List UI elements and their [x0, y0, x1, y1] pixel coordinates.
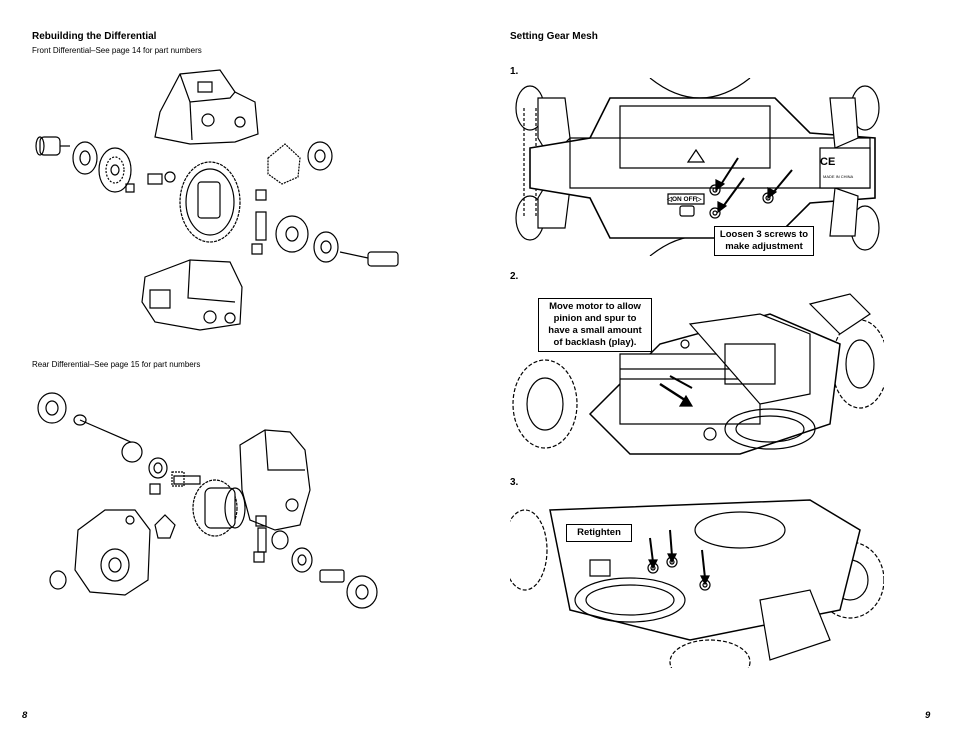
rear-differential-caption: Rear Differential–See page 15 for part n… — [32, 360, 201, 369]
step-2-callout: Move motor to allow pinion and spur to h… — [538, 298, 652, 352]
step-1-callout: Loosen 3 screws to make adjustment — [714, 226, 814, 256]
front-differential-caption: Front Differential–See page 14 for part … — [32, 46, 202, 55]
step-1-chassis-photo — [510, 78, 884, 256]
made-in-label: MADE IN CHINA — [823, 174, 854, 179]
rear-differential-illustration — [30, 380, 430, 630]
ce-mark: CE — [820, 156, 836, 168]
right-page-number: 9 — [925, 710, 931, 721]
step-2-motor-photo — [510, 284, 884, 462]
step-3-retighten-photo — [510, 490, 884, 668]
on-off-switch-label: ◁ON OFF▷ — [667, 196, 702, 203]
left-page-title: Rebuilding the Differential — [32, 31, 157, 42]
front-differential-illustration — [30, 62, 430, 342]
left-page-number: 8 — [22, 710, 28, 721]
right-page-title: Setting Gear Mesh — [510, 31, 598, 42]
step-3-callout: Retighten — [566, 524, 632, 542]
step-1-number: 1. — [510, 66, 519, 77]
step-3-number: 3. — [510, 477, 519, 488]
step-2-number: 2. — [510, 271, 519, 282]
